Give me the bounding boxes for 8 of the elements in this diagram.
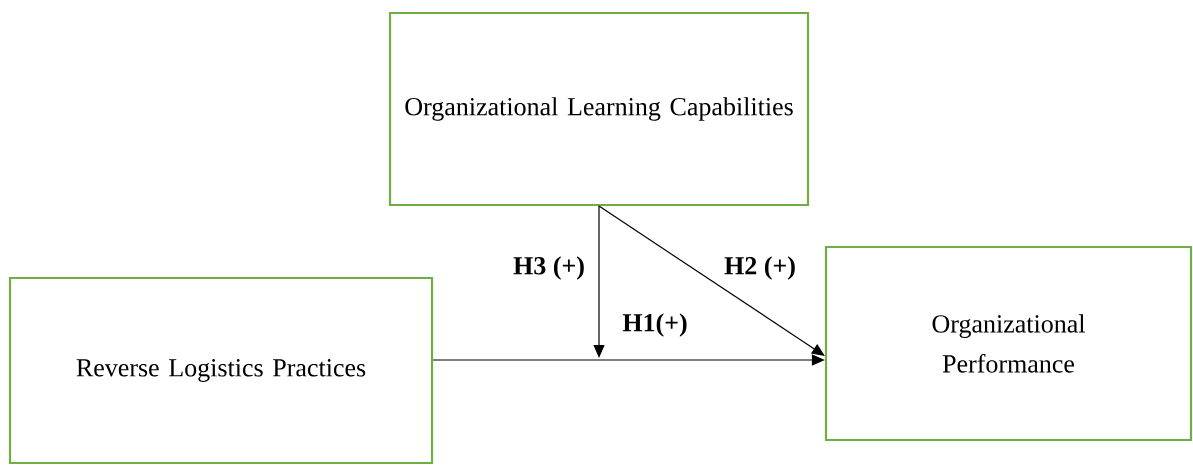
edge-label: H2 (+): [724, 256, 795, 280]
concept-box: Organizational Learning Capabilities: [388, 11, 810, 207]
concept-box: Organizational Performance: [824, 245, 1193, 442]
edge-label: H3 (+): [513, 256, 584, 280]
arrow: [593, 205, 605, 358]
concept-box: Reverse Logistics Practices: [8, 276, 434, 465]
arrow: [598, 205, 825, 356]
edge-label: H1(+): [622, 313, 687, 337]
